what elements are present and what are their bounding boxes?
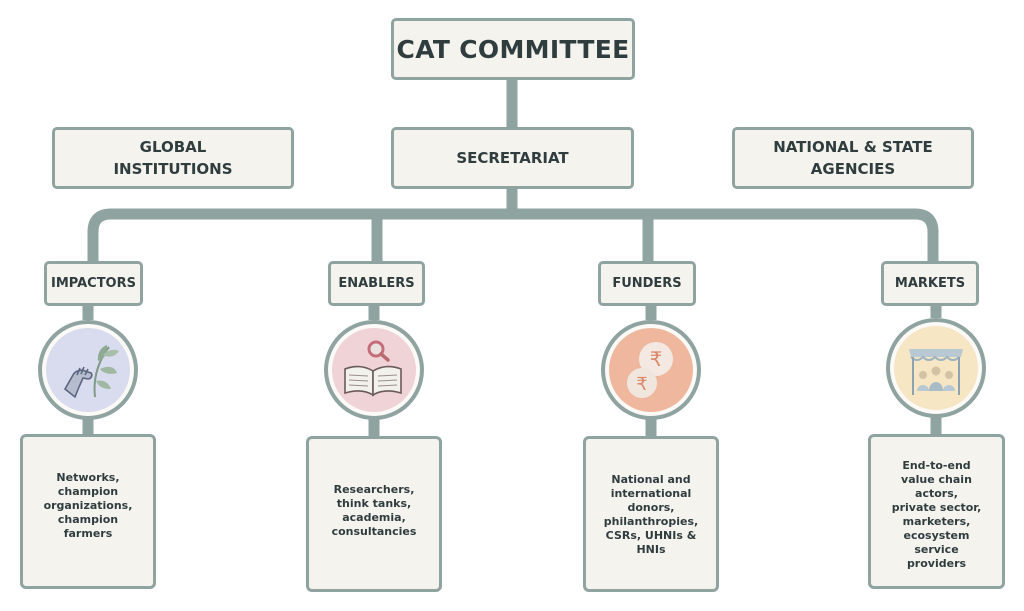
markets-description-box: End-to-end value chain actors, private s… bbox=[868, 434, 1005, 589]
impactors-icon-circle bbox=[38, 320, 138, 420]
title-text: CAT COMMITTEE bbox=[396, 34, 630, 64]
impactors-label: IMPACTORS bbox=[50, 276, 136, 291]
rupee-coins-icon: ₹ ₹ bbox=[609, 328, 693, 412]
global-institutions-line2: INSTITUTIONS bbox=[113, 160, 233, 178]
markets-label-box: MARKETS bbox=[881, 261, 979, 306]
enablers-description-box: Researchers, think tanks, academia, cons… bbox=[306, 436, 442, 592]
funders-icon-circle: ₹ ₹ bbox=[601, 320, 701, 420]
secretariat-label: SECRETARIAT bbox=[456, 149, 569, 167]
markets-description: End-to-end value chain actors, private s… bbox=[891, 459, 982, 570]
national-state-agencies-box: NATIONAL & STATE AGENCIES bbox=[732, 127, 974, 189]
funders-label-box: FUNDERS bbox=[598, 261, 696, 306]
national-state-line2: AGENCIES bbox=[810, 160, 896, 178]
secretariat-box: SECRETARIAT bbox=[391, 127, 634, 189]
markets-icon-circle bbox=[886, 318, 986, 418]
market-stall-icon bbox=[894, 326, 978, 410]
national-state-line1: NATIONAL & STATE bbox=[773, 138, 933, 156]
global-institutions-line1: GLOBAL bbox=[139, 138, 207, 156]
enablers-description: Researchers, think tanks, academia, cons… bbox=[331, 483, 417, 538]
funders-description: National and international donors, phila… bbox=[603, 473, 699, 556]
markets-label: MARKETS bbox=[894, 276, 966, 291]
funders-label: FUNDERS bbox=[612, 276, 682, 291]
funders-description-box: National and international donors, phila… bbox=[583, 436, 719, 592]
book-magnifier-icon bbox=[332, 328, 416, 412]
title-box: CAT COMMITTEE bbox=[391, 18, 635, 80]
enablers-icon-circle bbox=[324, 320, 424, 420]
svg-text:₹: ₹ bbox=[650, 347, 663, 371]
impactors-description-box: Networks, champion organizations, champi… bbox=[20, 434, 156, 589]
impactors-label-box: IMPACTORS bbox=[44, 261, 143, 306]
enablers-label: ENABLERS bbox=[338, 276, 415, 291]
enablers-label-box: ENABLERS bbox=[328, 261, 425, 306]
global-institutions-box: GLOBAL INSTITUTIONS bbox=[52, 127, 294, 189]
connector-bus bbox=[87, 208, 939, 262]
plant-fist-icon bbox=[46, 328, 130, 412]
svg-text:₹: ₹ bbox=[636, 374, 647, 395]
impactors-description: Networks, champion organizations, champi… bbox=[43, 471, 133, 540]
